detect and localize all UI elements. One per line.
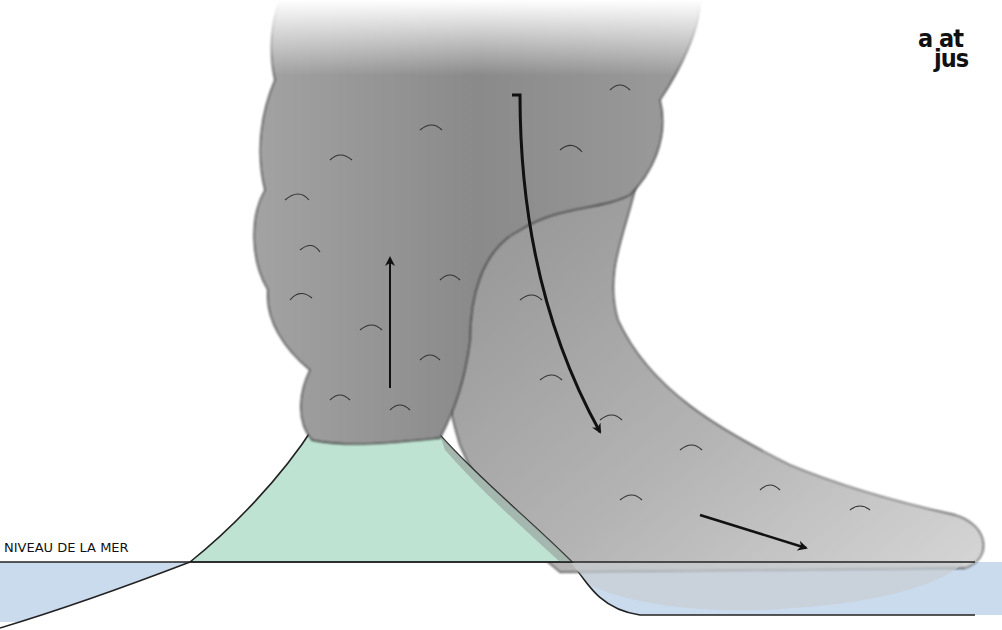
- sea-level-label: NIVEAU DE LA MER: [4, 541, 129, 554]
- cropped-text: jus: [934, 46, 968, 71]
- rising-arrow: [389, 258, 391, 388]
- sea-level-line: [0, 561, 975, 562]
- flow-arrow: [700, 515, 806, 548]
- collapse-arrow: [512, 95, 600, 432]
